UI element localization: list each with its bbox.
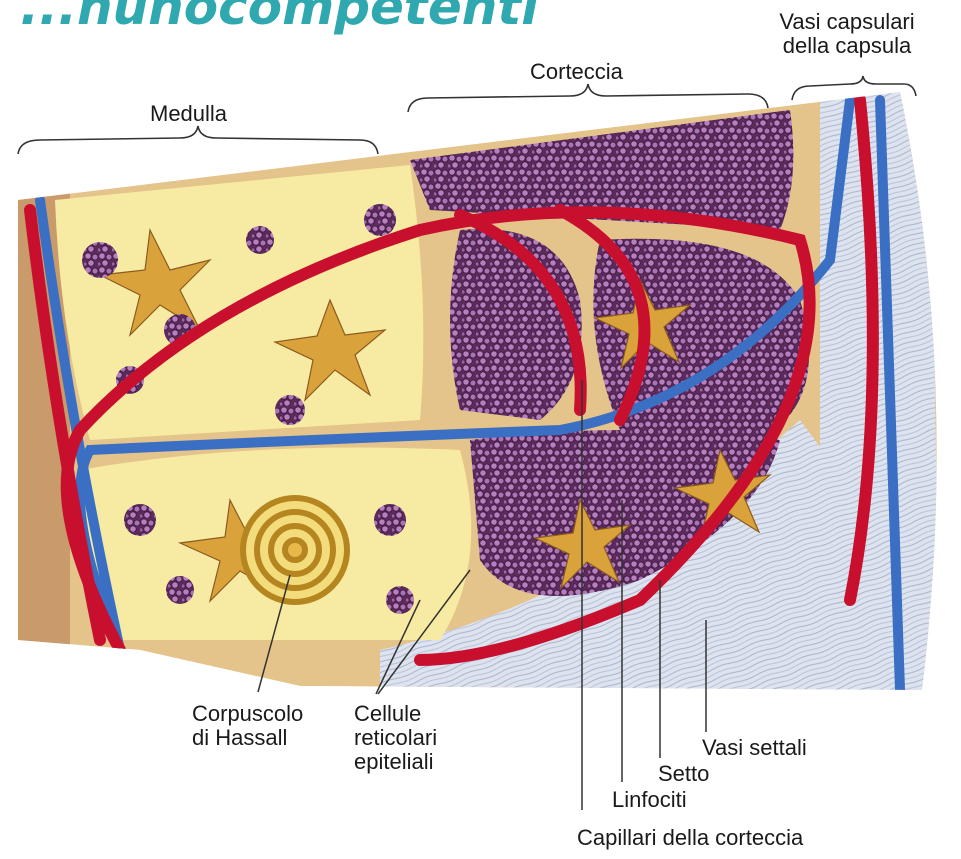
label-vasi-capsulari: Vasi capsulari della capsula	[762, 10, 932, 58]
label-medulla: Medulla	[150, 102, 227, 126]
label-vasi-settali: Vasi settali	[702, 736, 807, 760]
label-corteccia: Corteccia	[530, 60, 623, 84]
label-capillari-corteccia: Capillari della corteccia	[577, 826, 803, 850]
label-corpuscolo-hassall: Corpuscolo di Hassall	[192, 702, 303, 750]
hassall-corpuscle	[243, 498, 347, 602]
label-linfociti: Linfociti	[612, 788, 687, 812]
corteccia-bracket	[408, 84, 768, 112]
label-cellule-reticolari: Cellule reticolari epiteliali	[354, 702, 437, 774]
label-setto: Setto	[658, 762, 709, 786]
medulla-bracket	[18, 126, 378, 154]
